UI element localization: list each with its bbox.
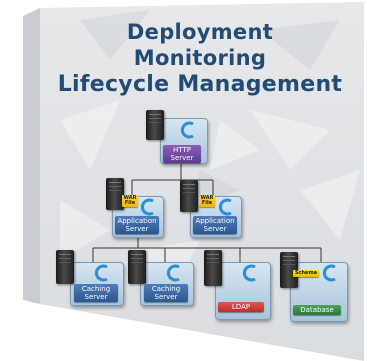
label-database: Database bbox=[293, 305, 341, 315]
server-icon bbox=[146, 110, 164, 140]
server-icon bbox=[106, 178, 124, 210]
schema-tag: Schema bbox=[293, 270, 319, 277]
label-application-server-2: Application Server bbox=[193, 216, 237, 234]
war-file-tag: WAR File bbox=[199, 195, 215, 207]
connector-lines bbox=[92, 164, 322, 262]
c-logo-icon bbox=[322, 264, 336, 282]
label-caching-server-2: Caching Server bbox=[144, 284, 188, 302]
title-line-monitoring: Monitoring bbox=[133, 46, 267, 70]
server-icon bbox=[56, 250, 74, 284]
c-logo-icon bbox=[242, 264, 256, 282]
label-caching-server-1: Caching Server bbox=[74, 284, 118, 302]
label-http-server: HTTP Server bbox=[163, 145, 201, 163]
c-logo-icon bbox=[180, 121, 194, 139]
server-icon bbox=[180, 180, 198, 212]
server-icon bbox=[204, 250, 222, 286]
label-ldap: LDAP bbox=[218, 302, 264, 312]
server-icon bbox=[128, 250, 146, 284]
title-line-deployment: Deployment bbox=[126, 20, 274, 44]
label-application-server-1: Application Server bbox=[115, 216, 159, 234]
title-line-lifecycle: Lifecycle Management bbox=[57, 72, 343, 97]
c-logo-icon bbox=[166, 264, 180, 282]
c-logo-icon bbox=[94, 264, 108, 282]
server-icon bbox=[280, 252, 298, 288]
c-logo-icon bbox=[140, 198, 154, 216]
c-logo-icon bbox=[218, 198, 232, 216]
war-file-tag: WAR File bbox=[122, 195, 138, 207]
